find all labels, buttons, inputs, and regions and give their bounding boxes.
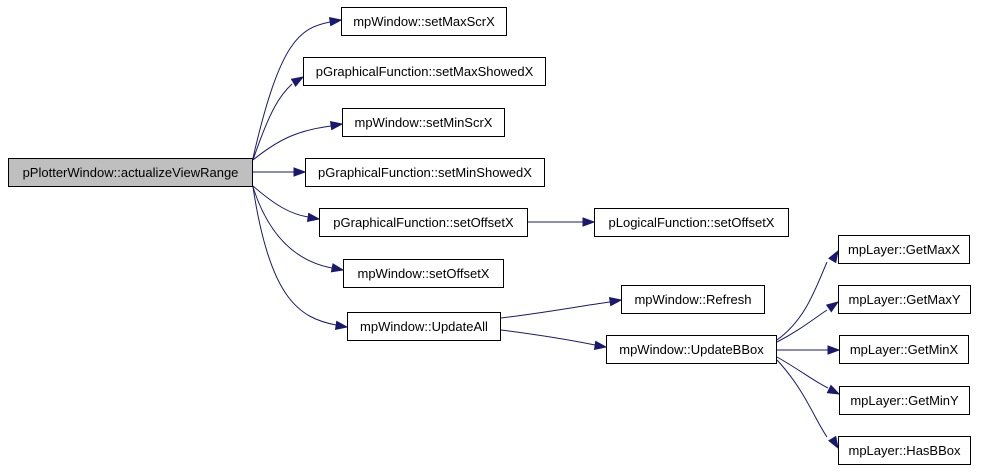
- edge-bbox-getmaxy: [776, 301, 840, 343]
- edge-updateall-bbox: [500, 329, 608, 350]
- edge-bbox-hasbbox-line: [776, 359, 828, 438]
- edge-pgf-to-plf: [528, 217, 596, 227]
- edge-bbox-getminy-arrowhead: [826, 384, 841, 395]
- edge-to-setminscrx: [252, 121, 344, 161]
- node-mpwindow-updatebbox[interactable]: mpWindow::UpdateBBox: [606, 335, 777, 364]
- edge-bbox-getmaxy-arrowhead: [825, 301, 840, 313]
- edge-to-setminshowedx: [253, 167, 307, 177]
- edge-to-setmaxscrx: [252, 17, 343, 159]
- edge-to-mpw-setoffsetx-arrowhead: [330, 263, 345, 273]
- node-mplayer-hasbbox[interactable]: mpLayer::HasBBox: [838, 436, 971, 465]
- edge-to-setmaxshowedx-line: [252, 83, 293, 161]
- edge-to-mpw-setoffsetx: [252, 186, 345, 273]
- node-mpwindow-refresh[interactable]: mpWindow::Refresh: [621, 285, 765, 314]
- node-mplayer-getmaxx[interactable]: mpLayer::GetMaxX: [838, 235, 970, 264]
- edge-to-mpw-setoffsetx-line: [252, 186, 333, 269]
- edge-bbox-hasbbox: [776, 359, 839, 450]
- edge-bbox-getmaxx: [776, 249, 839, 341]
- node-mpwindow-setoffsetx[interactable]: mpWindow::setOffsetX: [343, 259, 504, 288]
- edge-to-setmaxshowedx-arrowhead: [290, 76, 305, 87]
- edge-updateall-bbox-arrowhead: [593, 340, 608, 350]
- edge-to-setminscrx-arrowhead: [329, 121, 344, 131]
- node-mpwindow-updateall[interactable]: mpWindow::UpdateAll: [347, 312, 501, 341]
- edge-to-updateall-line: [252, 186, 337, 326]
- edge-to-updateall: [252, 186, 349, 330]
- edge-to-updateall-arrowhead: [334, 320, 349, 330]
- edge-to-setmaxscrx-line: [252, 21, 331, 159]
- edge-to-pgf-setoffsetx: [252, 185, 321, 222]
- edge-pgf-to-plf-arrowhead: [582, 217, 596, 227]
- edge-bbox-getminx-arrowhead: [827, 345, 841, 355]
- node-pgraphicalfunction-setmaxshowedx[interactable]: pGraphicalFunction::setMaxShowedX: [303, 57, 546, 86]
- node-mplayer-getmaxy[interactable]: mpLayer::GetMaxY: [838, 285, 971, 314]
- edge-to-setminscrx-line: [252, 125, 332, 161]
- edge-updateall-refresh: [500, 297, 623, 319]
- node-mpwindow-setminscrx[interactable]: mpWindow::setMinScrX: [342, 108, 505, 137]
- node-mplayer-getminx[interactable]: mpLayer::GetMinX: [839, 335, 969, 364]
- node-plogicalfunction-setoffsetx[interactable]: pLogicalFunction::setOffsetX: [594, 208, 789, 237]
- edge-to-setmaxshowedx: [252, 76, 305, 161]
- edge-bbox-getmaxx-arrowhead: [828, 249, 839, 264]
- node-mpwindow-setmaxscrx[interactable]: mpWindow::setMaxScrX: [341, 7, 507, 36]
- node-mplayer-getminy[interactable]: mpLayer::GetMinY: [839, 386, 970, 415]
- edge-updateall-bbox-line: [500, 329, 596, 346]
- edge-bbox-getmaxx-line: [776, 261, 828, 341]
- edge-updateall-refresh-arrowhead: [608, 297, 623, 307]
- edge-to-pgf-setoffsetx-arrowhead: [306, 212, 321, 222]
- edge-updateall-refresh-line: [500, 301, 611, 319]
- edge-bbox-getminx: [777, 345, 841, 355]
- edge-bbox-hasbbox-arrowhead: [828, 435, 839, 450]
- edge-to-setminshowedx-arrowhead: [293, 167, 307, 177]
- node-pgraphicalfunction-setoffsetx[interactable]: pGraphicalFunction::setOffsetX: [319, 208, 528, 237]
- edge-to-setmaxscrx-arrowhead: [328, 17, 343, 27]
- edge-bbox-getminy: [776, 356, 841, 395]
- edge-to-pgf-setoffsetx-line: [252, 185, 309, 218]
- node-actualize-view-range[interactable]: pPlotterWindow::actualizeViewRange: [8, 158, 253, 187]
- edge-bbox-getminy-line: [776, 356, 829, 389]
- node-pgraphicalfunction-setminshowedx[interactable]: pGraphicalFunction::setMinShowedX: [305, 158, 545, 187]
- edge-bbox-getmaxy-line: [776, 309, 828, 343]
